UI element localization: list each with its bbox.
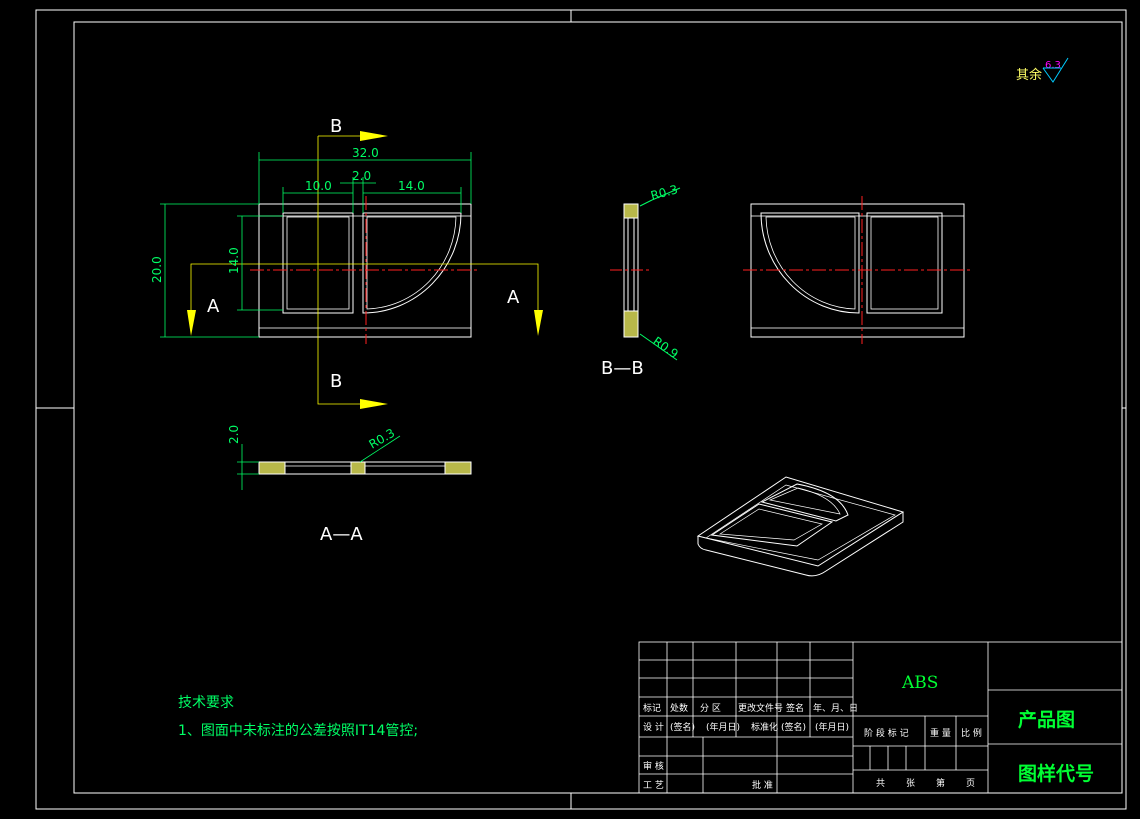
th-zone: 分 区 (700, 703, 721, 714)
review: 审 核 (643, 760, 664, 772)
dim-pocket-height: 14.0 (227, 247, 241, 274)
title-block (638, 641, 1123, 794)
arrow-b-top (360, 131, 388, 141)
roughness-check-icon (1042, 57, 1069, 83)
hatch-top (623, 203, 639, 219)
standard-sign: (签名) (781, 721, 806, 733)
th-change: 更改文件号 (738, 702, 783, 714)
right-pocket-quarter (362, 212, 462, 314)
dim-thickness: 2.0 (227, 425, 241, 444)
roughness-prefix: 其余 (1016, 67, 1042, 83)
design-date: (年月日) (706, 721, 740, 733)
section-line-a (190, 263, 539, 310)
dim-gap: 2.0 (352, 169, 371, 183)
arrow-a-left (187, 310, 196, 336)
process: 工 艺 (643, 780, 664, 791)
hatch-bottom (623, 310, 639, 338)
weight: 重 量 (930, 727, 951, 739)
approve: 批 准 (752, 779, 773, 791)
design-label: 设 计 (643, 721, 664, 733)
material: ABS (901, 673, 938, 693)
arrow-b-bottom (360, 399, 388, 409)
scale: 比 例 (961, 727, 982, 739)
rear-view (743, 196, 972, 344)
arrow-a-right (534, 310, 543, 336)
inner-border (73, 21, 1123, 794)
section-line-b (317, 136, 380, 405)
th-count: 处数 (670, 702, 688, 714)
dim-height: 20.0 (150, 256, 164, 283)
notes-heading: 技术要求 (178, 695, 234, 711)
roughness-symbol: 其余 6.3 (1016, 57, 1069, 83)
design-sign: (签名) (670, 721, 695, 733)
standard-date: (年月日) (815, 721, 849, 733)
section-b-bottom: B (330, 371, 342, 392)
section-a-right: A (507, 287, 520, 308)
th-date: 年、月、日 (813, 702, 858, 714)
drawing-code: 图样代号 (1018, 762, 1094, 785)
section-b-top: B (330, 116, 342, 137)
standard-label: 标准化 (751, 721, 778, 733)
section-view-aa: 2.0 R0.3 A—A (227, 425, 472, 545)
isometric-view (696, 476, 905, 577)
dim-overall-width: 32.0 (352, 146, 379, 160)
sheet-unit: 张 (906, 778, 915, 789)
dim-left-pocket: 10.0 (305, 179, 332, 193)
dim-radius-top: R0.3 (649, 182, 679, 203)
sheet-page: 页 (966, 778, 975, 789)
th-mark: 标记 (643, 702, 661, 714)
sheet-no: 第 (936, 777, 945, 789)
product-name: 产品图 (1018, 708, 1075, 731)
stage-mark: 阶 段 标 记 (864, 727, 909, 739)
front-view: B B A A 32.0 10.0 2.0 14 (150, 116, 543, 409)
th-sign: 签名 (786, 702, 804, 714)
dim-right-pocket: 14.0 (398, 179, 425, 193)
view-label-bb: B—B (601, 358, 644, 379)
hatch-aa-right (444, 461, 472, 475)
dim-radius-bottom: R0.9 (650, 334, 680, 361)
sheet-total: 共 (876, 778, 885, 789)
hatch-aa-mid (350, 461, 366, 475)
roughness-value: 6.3 (1045, 60, 1061, 71)
view-label-aa: A—A (320, 524, 363, 545)
notes-line1: 1、图面中未标注的公差按照IT14管控; (178, 723, 418, 739)
section-a-left: A (207, 296, 220, 317)
outer-border (35, 9, 1127, 810)
hatch-aa-left (258, 461, 286, 475)
section-view-bb: R0.3 R0.9 B—B (601, 182, 681, 379)
